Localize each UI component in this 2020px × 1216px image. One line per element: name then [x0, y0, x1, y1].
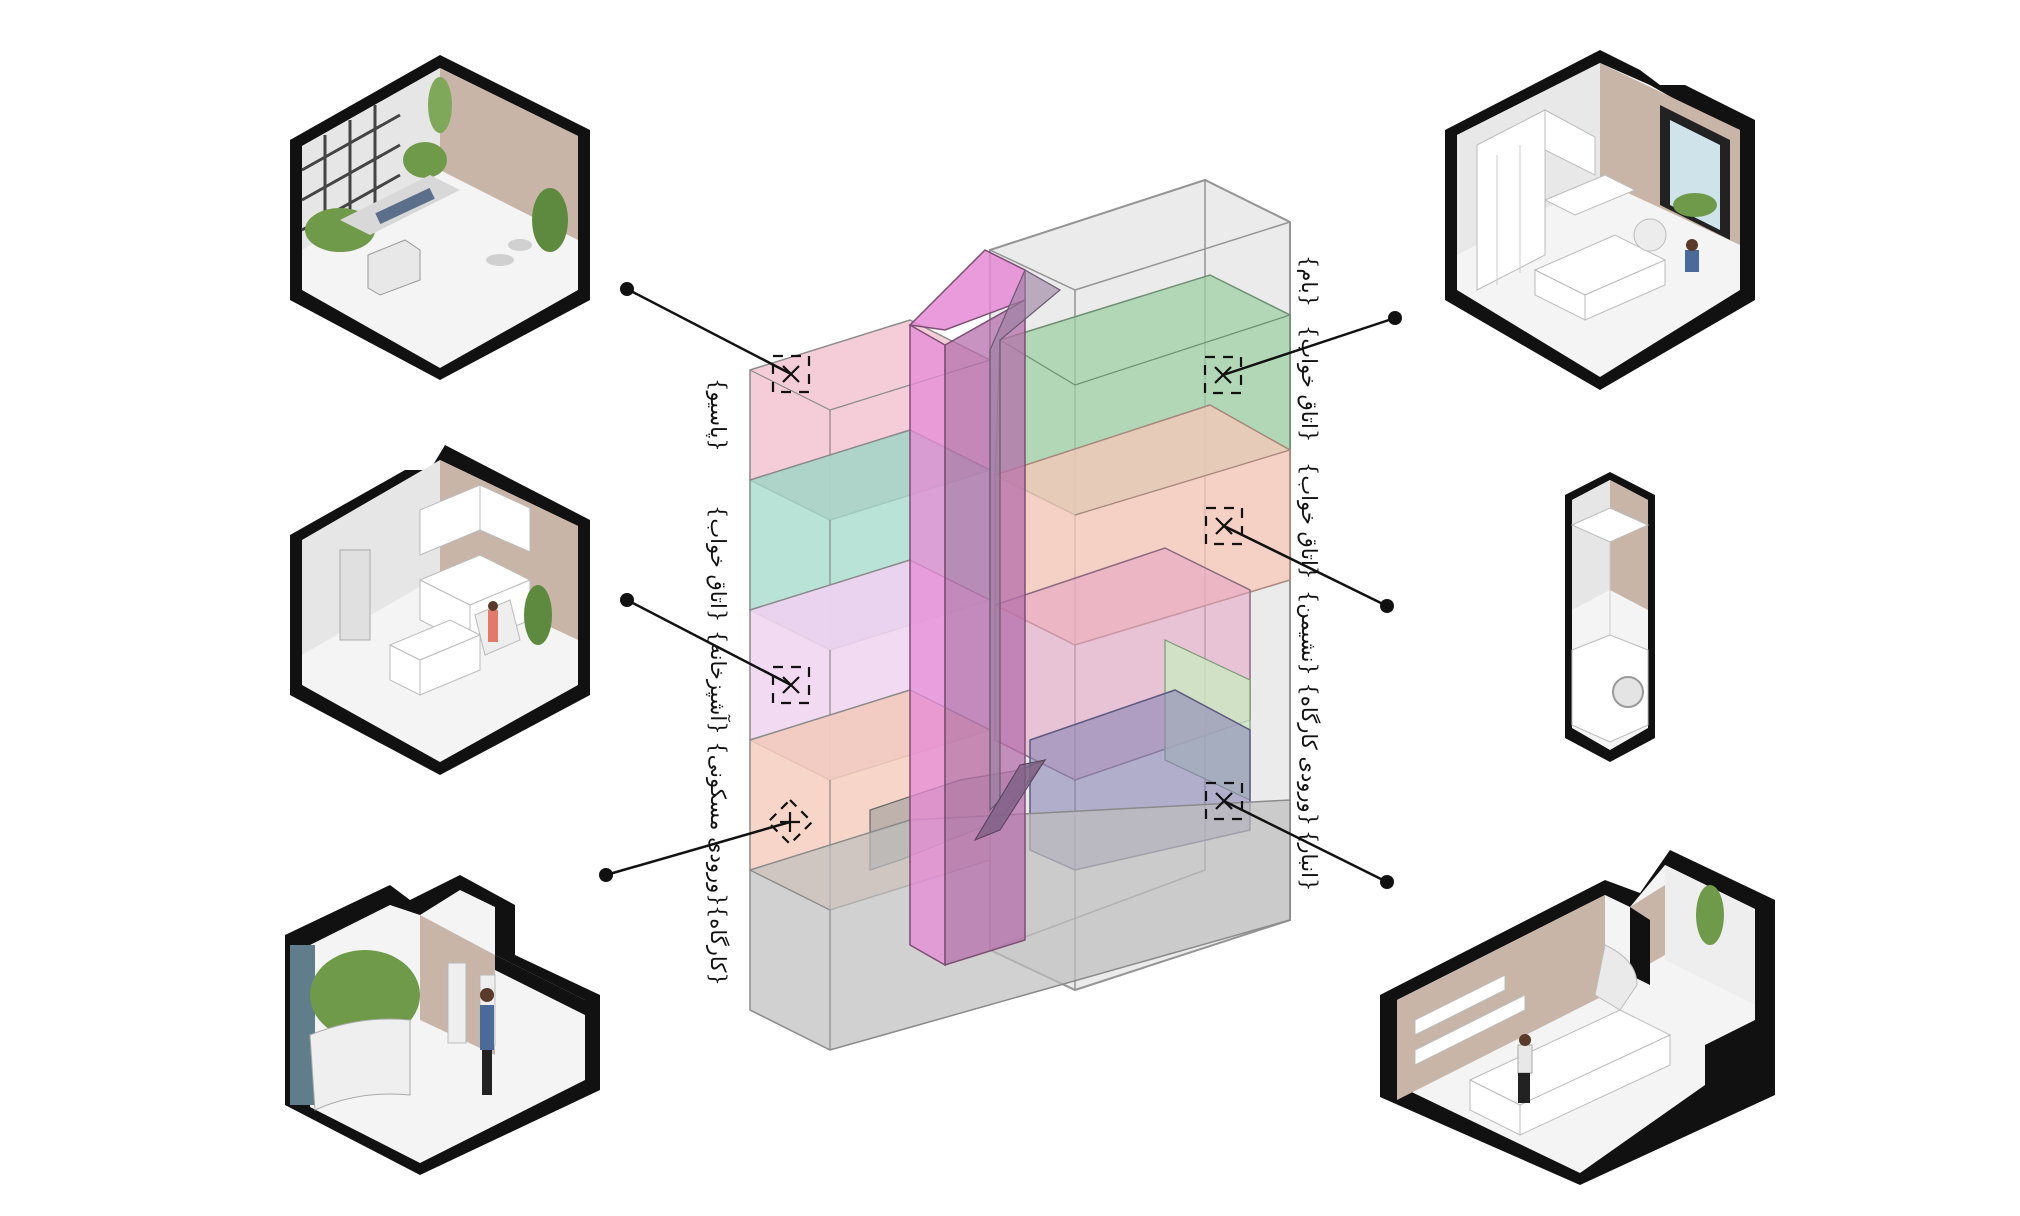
- patio-room-icon: [280, 50, 600, 390]
- laundry-closet-icon: [1560, 470, 1660, 765]
- bedroom-room-icon: [1435, 45, 1765, 400]
- label-bedroom-left: {اتاق خواب}: [706, 505, 730, 622]
- label-living-entry: {نشیمن} {ورودی کارگاه}: [1297, 590, 1321, 826]
- label-bedroom-upper: {اتاق خواب}: [1297, 325, 1321, 442]
- label-kitchen-entry: {آشپزخانه} {ورودی مسکونی}: [706, 630, 730, 907]
- label-workshop: {کارگاه}: [706, 905, 730, 986]
- entrance-room-icon: [270, 845, 610, 1185]
- label-bedroom-lower: {اتاق خواب}: [1297, 462, 1321, 579]
- label-storage: {انبار}: [1297, 830, 1321, 891]
- label-roof: {بام}: [1297, 255, 1321, 307]
- workshop-room-icon: [1375, 835, 1775, 1195]
- kitchen-room-icon: [280, 440, 600, 780]
- label-patio: {پاسیو}: [706, 378, 730, 452]
